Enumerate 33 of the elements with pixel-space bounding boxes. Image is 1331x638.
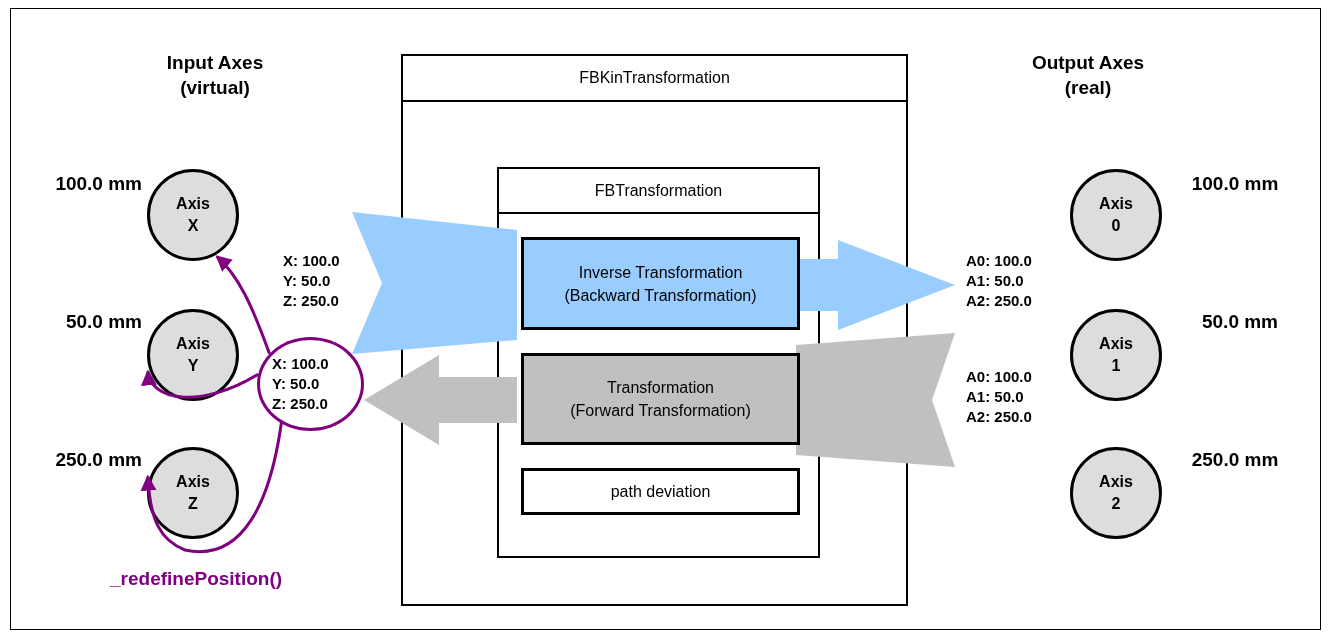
flow-arrow — [364, 355, 517, 445]
flow-arrow — [796, 333, 955, 467]
process-text: path deviation — [609, 482, 712, 502]
axis-label: Axis 2 — [1099, 472, 1133, 514]
process-box — [521, 468, 800, 515]
process-text: Inverse Transformation (Backward Transformation) — [563, 262, 758, 306]
position-value: 50.0 mm — [1200, 310, 1279, 334]
position-value: 50.0 mm — [64, 310, 142, 334]
coordinate-values: A0: 100.0 A1: 50.0 A2: 250.0 — [966, 367, 1033, 427]
position-value: 100.0 mm — [1190, 172, 1280, 196]
axis-label: Axis 1 — [1099, 334, 1133, 376]
block-frame — [497, 167, 820, 558]
process-box — [521, 353, 800, 445]
group-heading: Output Axes (real) — [1030, 51, 1146, 100]
axis-label: Axis 0 — [1099, 194, 1133, 236]
process-text: Transformation (Forward Transformation) — [569, 378, 752, 421]
group-heading: Input Axes (virtual) — [165, 51, 265, 100]
block-title: FBTransformation — [594, 180, 723, 201]
curved-arrow — [143, 369, 259, 399]
axis-label: Axis Z — [176, 472, 210, 514]
edge-label: _redefinePosition() — [110, 567, 283, 591]
position-values: X: 100.0 Y: 50.0 Z: 250.0 — [271, 354, 330, 414]
position-value: 250.0 mm — [54, 448, 142, 472]
block-title: FBKinTransformation — [579, 68, 730, 88]
curved-arrow — [215, 255, 271, 355]
coordinate-values: A0: 100.0 A1: 50.0 A2: 250.0 — [966, 251, 1033, 311]
position-value: 250.0 mm — [1190, 448, 1280, 472]
flow-arrow — [352, 212, 517, 354]
coordinate-values: X: 100.0 Y: 50.0 Z: 250.0 — [283, 251, 341, 311]
axis-label: Axis Y — [176, 334, 210, 376]
process-box — [521, 237, 800, 330]
axis-label: Axis X — [176, 194, 210, 236]
position-value: 100.0 mm — [54, 172, 142, 196]
